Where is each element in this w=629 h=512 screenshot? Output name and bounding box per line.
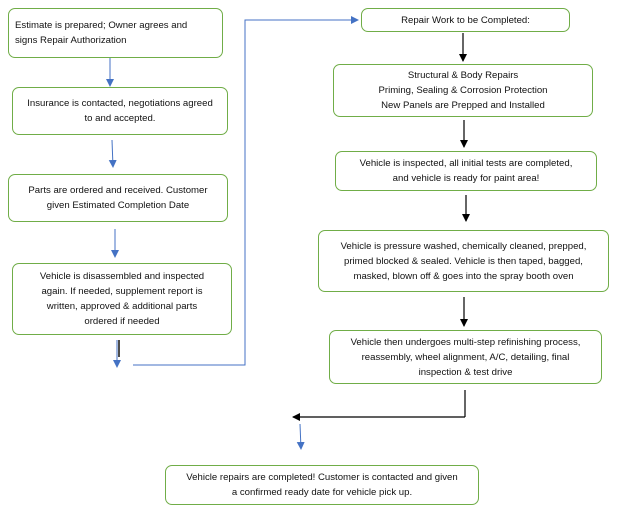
step-text-line: reassembly, wheel alignment, A/C, detail… — [361, 351, 570, 363]
step-parts-box: Parts are ordered and received. Customer… — [8, 174, 228, 222]
step-text-line: ordered if needed — [84, 316, 160, 327]
step-text-line: Vehicle repairs are completed! Customer … — [186, 472, 458, 483]
step-text-line: Insurance is contacted, negotiations agr… — [27, 98, 213, 109]
step-text-line: inspection & test drive — [418, 366, 513, 378]
step-text-line: given Estimated Completion Date — [46, 200, 190, 211]
step-text-line: New Panels are Prepped and Installed — [381, 100, 545, 111]
step-repair-work-box: Repair Work to be Completed: — [361, 8, 570, 32]
step-washed-box: Vehicle is pressure washed, chemically c… — [318, 230, 609, 292]
arrow-insurance-to-parts — [108, 139, 117, 168]
step-structural-box: Structural & Body Repairs Priming, Seali… — [333, 64, 593, 117]
step-text-line: to and accepted. — [84, 113, 156, 124]
step-disassembled-box: Vehicle is disassembled and inspected ag… — [12, 263, 232, 335]
step-text-line: a confirmed ready date for vehicle pick … — [231, 487, 413, 498]
step-text-line: primed blocked & sealed. Vehicle is then… — [344, 255, 583, 267]
step-text-line: Estimate is prepared; Owner agrees and — [15, 20, 188, 31]
step-text-line: written, approved & additional parts — [46, 301, 198, 312]
step-text-line: Priming, Sealing & Corrosion Protection — [378, 85, 548, 96]
step-text-line: and vehicle is ready for paint area! — [392, 173, 540, 184]
step-completed-box: Vehicle repairs are completed! Customer … — [165, 465, 479, 505]
step-text-line: Vehicle is disassembled and inspected — [39, 271, 205, 282]
step-inspected-box: Vehicle is inspected, all initial tests … — [335, 151, 597, 191]
step-insurance-box: Insurance is contacted, negotiations agr… — [12, 87, 228, 135]
step-text-line: Vehicle is inspected, all initial tests … — [359, 158, 573, 169]
step-text-line: Parts are ordered and received. Customer — [28, 185, 208, 196]
arrow-to-completed — [296, 423, 305, 450]
step-text-line: Vehicle is pressure washed, chemically c… — [340, 240, 587, 252]
step-text-line: masked, blown off & goes into the spray … — [353, 270, 574, 282]
step-text-line: Repair Work to be Completed: — [401, 14, 530, 26]
step-text-line: again. If needed, supplement report is — [41, 286, 203, 297]
step-estimate-box: Estimate is prepared; Owner agrees and s… — [8, 8, 223, 58]
step-text-line: Vehicle then undergoes multi-step refini… — [350, 336, 581, 348]
step-refinishing-box: Vehicle then undergoes multi-step refini… — [329, 330, 602, 384]
step-text-line: Structural & Body Repairs — [407, 70, 519, 81]
step-text-line: signs Repair Authorization — [15, 35, 127, 46]
arrow-left-to-right-column — [133, 16, 359, 366]
